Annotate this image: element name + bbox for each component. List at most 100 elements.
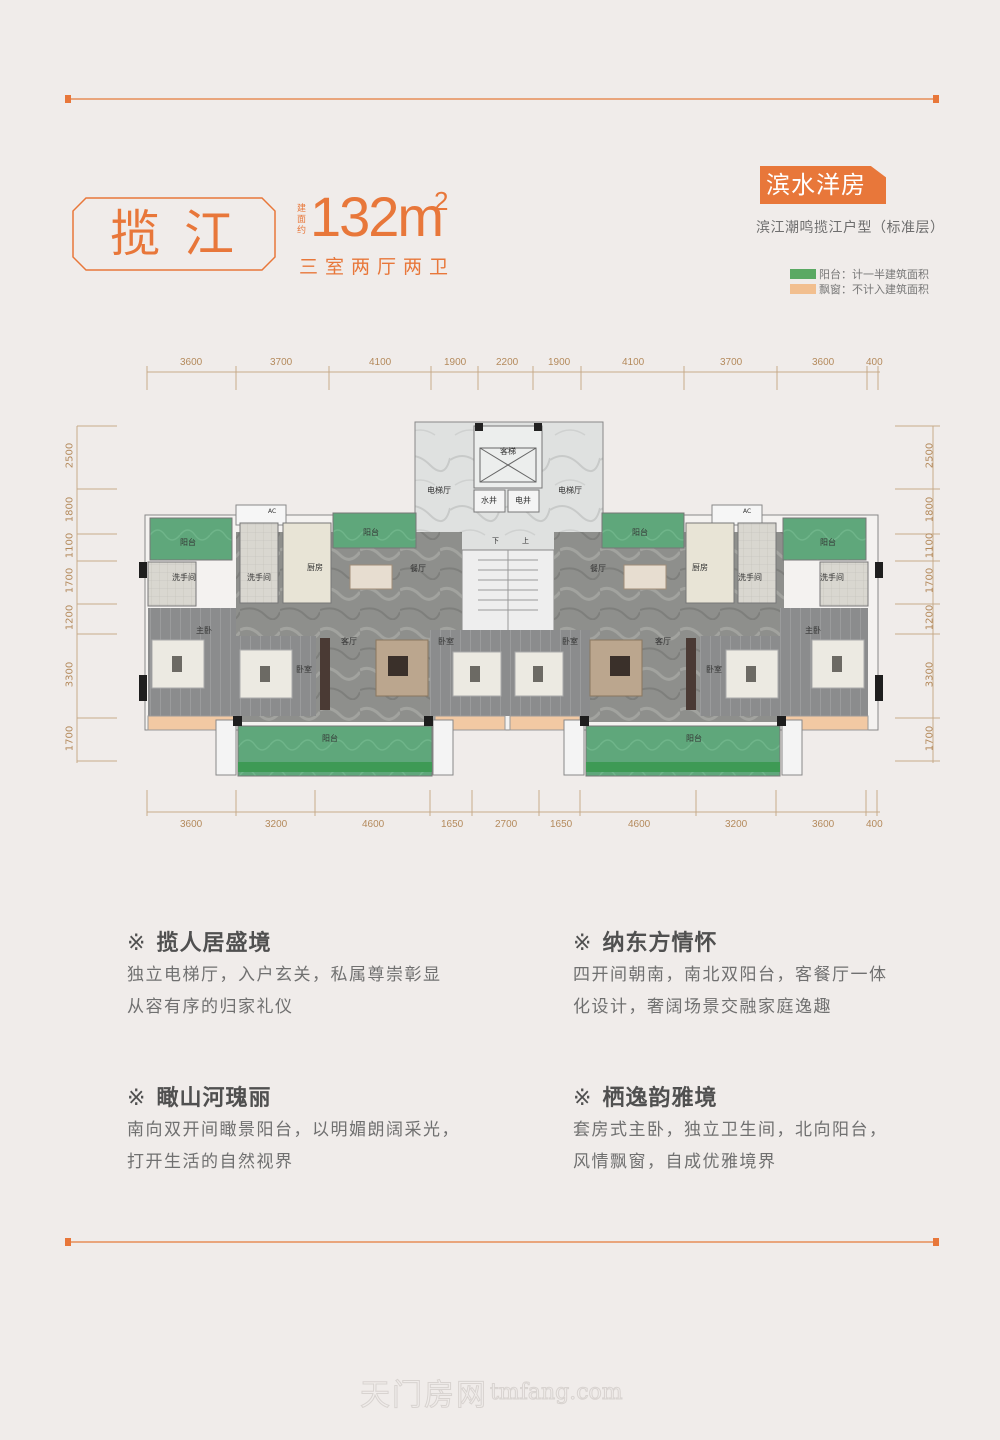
- dimension-bottom: 4600: [628, 819, 651, 830]
- reference-mark-icon: ※: [573, 931, 593, 956]
- dimension-right: 1200: [924, 604, 936, 631]
- feature-title-text: 揽人居盛境: [156, 931, 272, 956]
- dimension-top: 2200: [496, 357, 519, 368]
- room-label-electric-shaft: 电井: [515, 496, 531, 505]
- dimension-bottom: 4600: [362, 819, 385, 830]
- area-label: 建面约: [297, 204, 307, 236]
- reference-mark-icon: ※: [127, 1086, 147, 1111]
- octagon-frame-icon: [72, 197, 276, 271]
- dimension-top: 1900: [444, 357, 467, 368]
- room-label-living: 客厅: [655, 637, 671, 646]
- dimension-top: 3600: [812, 357, 835, 368]
- floor-plan: 3600 3700 4100 1900 2200 1900 4100 3700 …: [0, 340, 1000, 840]
- layout-description: 三室两厅两卫: [299, 256, 456, 278]
- dimension-right: 2500: [924, 442, 936, 469]
- dimension-top: 4100: [369, 357, 392, 368]
- legend-label: 飘窗：不计入建筑面积: [819, 282, 929, 296]
- dimension-left: 1200: [64, 604, 76, 631]
- room-label-bathroom: 洗手间: [172, 573, 196, 582]
- area-value: 132m: [310, 185, 444, 248]
- room-label-balcony: 阳台: [363, 528, 379, 537]
- dimension-right: 3300: [924, 661, 936, 688]
- feature-title-text: 纳东方情怀: [602, 931, 718, 956]
- dimension-bottom: 3200: [265, 819, 288, 830]
- feature-line: 风情飘窗，自成优雅境界: [573, 1152, 777, 1172]
- dimension-top: 4100: [622, 357, 645, 368]
- feature-line: 套房式主卧，独立卫生间，北向阳台，: [573, 1120, 888, 1140]
- room-label-elevator: 客梯: [500, 447, 516, 456]
- plan-subtitle: 滨江潮鸣揽江户型（标准层）: [756, 220, 945, 236]
- feature-line: 四开间朝南，南北双阳台，客餐厅一体: [573, 965, 888, 985]
- room-label-bathroom: 洗手间: [247, 573, 271, 582]
- room-label-master-bedroom: 主卧: [805, 626, 821, 635]
- dimension-left: 2500: [64, 442, 76, 469]
- dimension-top: 3700: [720, 357, 743, 368]
- watermark: 天门房网 tmfang.com: [360, 1370, 624, 1414]
- feature-title: ※ 纳东方情怀: [573, 925, 953, 959]
- feature-line: 南向双开间瞰景阳台，以明媚朗阔采光，: [127, 1120, 460, 1140]
- dimension-left: 3300: [64, 661, 76, 688]
- feature-title: ※ 揽人居盛境: [127, 925, 507, 959]
- category-tag: 滨水洋房: [760, 166, 886, 204]
- green-swatch-icon: [790, 268, 816, 279]
- feature-line: 化设计，奢阔场景交融家庭逸趣: [573, 997, 832, 1017]
- room-label-dining: 餐厅: [410, 564, 426, 573]
- dimension-bottom: 1650: [550, 819, 573, 830]
- dimension-bottom: 3600: [180, 819, 203, 830]
- room-label-bedroom: 卧室: [706, 665, 722, 674]
- room-label-elevator-hall: 电梯厅: [427, 486, 451, 495]
- top-divider: [65, 95, 939, 103]
- dimension-right: 1100: [924, 532, 936, 559]
- room-label-south-balcony: 阳台: [322, 734, 338, 743]
- dimension-right: 1700: [924, 567, 936, 594]
- legend-item-balcony: 阳台：计一半建筑面积: [790, 266, 929, 281]
- dimension-left: 1800: [64, 496, 76, 523]
- bottom-divider: [65, 1238, 939, 1246]
- room-label-bedroom: 卧室: [296, 665, 312, 674]
- legend: 阳台：计一半建筑面积 飘窗：不计入建筑面积: [790, 266, 929, 296]
- dimension-right: 1800: [924, 496, 936, 523]
- room-label-bathroom: 洗手间: [738, 573, 762, 582]
- room-label-living: 客厅: [341, 637, 357, 646]
- room-label-elevator-hall: 电梯厅: [558, 486, 582, 495]
- dimension-top: 3700: [270, 357, 293, 368]
- dimension-right: 1700: [924, 725, 936, 752]
- watermark-en: tmfang.com: [490, 1379, 624, 1405]
- feature-title-text: 栖逸韵雅境: [602, 1086, 718, 1111]
- dimension-bottom: 2700: [495, 819, 518, 830]
- dimension-left: 1700: [64, 567, 76, 594]
- legend-item-bay-window: 飘窗：不计入建筑面积: [790, 281, 929, 296]
- room-label-water-shaft: 水井: [481, 496, 497, 505]
- dimension-bottom: 1650: [441, 819, 464, 830]
- feature-title-text: 瞰山河瑰丽: [156, 1086, 272, 1111]
- room-label-bedroom: 卧室: [562, 637, 578, 646]
- stair-up-label: 上: [522, 537, 529, 545]
- feature-1: ※揽人居盛境 独立电梯厅，入户玄关，私属尊崇彰显 从容有序的归家礼仪: [127, 925, 507, 1023]
- dimension-top: 3600: [180, 357, 203, 368]
- dimension-bottom: 3200: [725, 819, 748, 830]
- floor-plan-drawing: [76, 366, 940, 816]
- room-label-balcony: 阳台: [632, 528, 648, 537]
- project-name: 揽江: [110, 205, 258, 263]
- dimension-bottom: 400: [866, 819, 883, 830]
- room-label-ac: AC: [743, 508, 752, 515]
- feature-4: ※栖逸韵雅境 套房式主卧，独立卫生间，北向阳台， 风情飘窗，自成优雅境界: [573, 1080, 953, 1178]
- room-label-balcony: 阳台: [180, 538, 196, 547]
- legend-label: 阳台：计一半建筑面积: [819, 267, 929, 281]
- area-unit-superscript: 2: [434, 186, 449, 216]
- dimension-top: 1900: [548, 357, 571, 368]
- feature-title: ※栖逸韵雅境: [573, 1080, 953, 1114]
- project-name-badge: 揽江: [72, 197, 276, 271]
- dimension-bottom: 3600: [812, 819, 835, 830]
- feature-2: ※ 纳东方情怀 四开间朝南，南北双阳台，客餐厅一体 化设计，奢阔场景交融家庭逸趣: [573, 925, 953, 1023]
- feature-title: ※ 瞰山河瑰丽: [127, 1080, 507, 1114]
- room-label-master-bedroom: 主卧: [196, 626, 212, 635]
- feature-line: 从容有序的归家礼仪: [127, 997, 294, 1017]
- room-label-ac: AC: [268, 508, 277, 515]
- room-label-south-balcony: 阳台: [686, 734, 702, 743]
- room-label-kitchen: 厨房: [692, 563, 708, 572]
- room-label-dining: 餐厅: [590, 564, 606, 573]
- dimension-top: 400: [866, 357, 883, 368]
- reference-mark-icon: ※: [127, 931, 147, 956]
- room-label-bathroom: 洗手间: [820, 573, 844, 582]
